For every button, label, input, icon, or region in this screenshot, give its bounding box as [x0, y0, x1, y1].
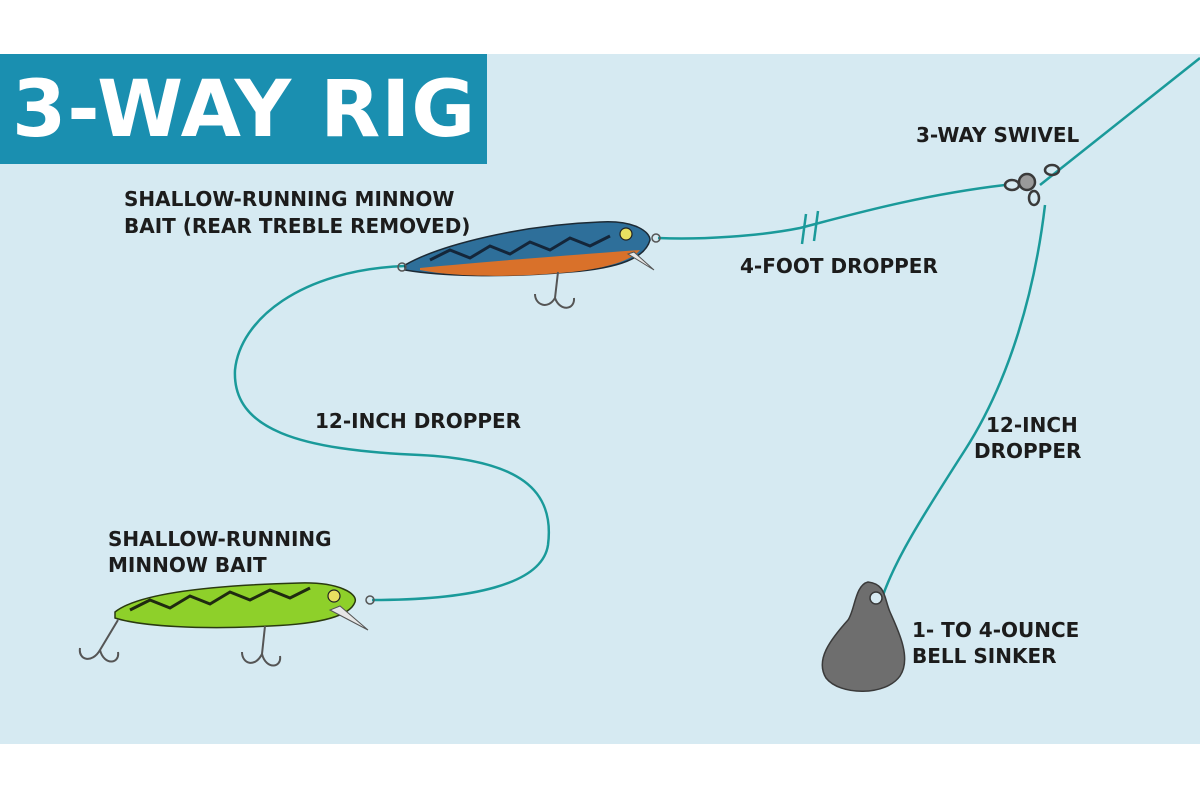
three-way-swivel [1003, 163, 1061, 207]
lure-dropper-line [233, 264, 551, 602]
label-sinker-line1: 1- TO 4-OUNCE [912, 618, 1080, 642]
four-foot-dropper-line [657, 183, 1006, 240]
label-top-bait-line2: BAIT (REAR TREBLE REMOVED) [124, 214, 471, 238]
label-right-dropper-line2: DROPPER [974, 439, 1082, 463]
diagram-canvas: 3-WAY RIG SHALLOW-RUNNING MINNOW BAIT (R… [0, 54, 1200, 744]
sinker-dropper-line [880, 204, 1047, 599]
label-left-dropper: 12-INCH DROPPER [315, 409, 522, 433]
page-title: 3-WAY RIG [12, 65, 477, 155]
label-right-dropper-line1: 12-INCH [986, 413, 1078, 437]
line-break-mark-2 [812, 210, 820, 242]
title-banner: 3-WAY RIG [0, 54, 487, 164]
label-bottom-bait-line1: SHALLOW-RUNNING [108, 527, 332, 551]
label-three-way-swivel: 3-WAY SWIVEL [916, 123, 1080, 147]
label-bottom-bait-line2: MINNOW BAIT [108, 553, 267, 577]
bell-sinker [821, 581, 906, 692]
main-line [1039, 57, 1200, 186]
line-break-mark-1 [800, 213, 808, 245]
label-top-bait-line1: SHALLOW-RUNNING MINNOW [124, 187, 455, 211]
rig-artwork [78, 57, 1200, 692]
label-sinker-line2: BELL SINKER [912, 644, 1057, 668]
top-minnow-lure [397, 221, 661, 309]
label-four-foot-dropper: 4-FOOT DROPPER [740, 254, 938, 278]
bottom-minnow-lure [78, 582, 375, 667]
